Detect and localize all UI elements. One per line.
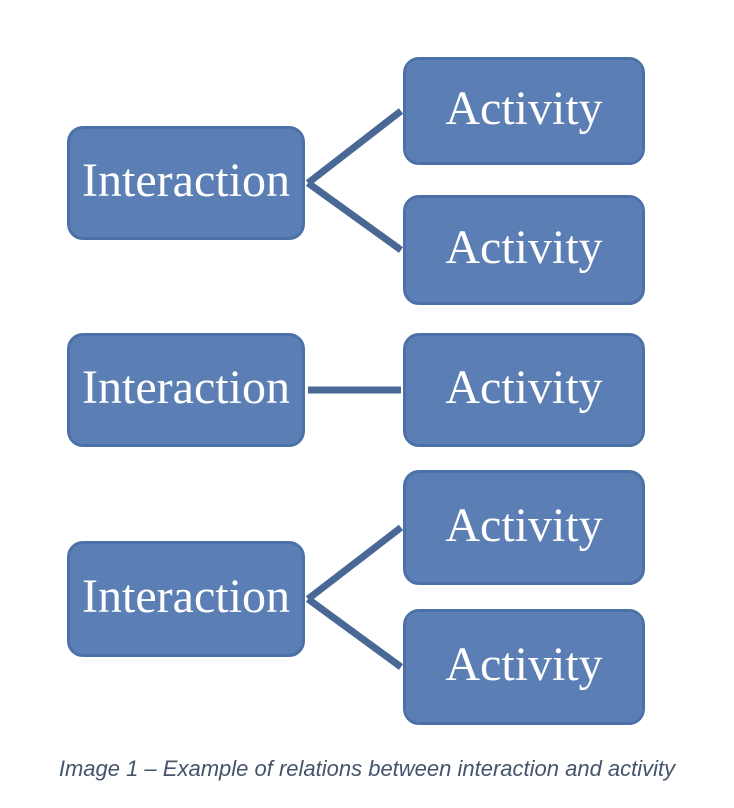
connector-line [305,108,404,186]
node-activity-2: Activity [403,195,645,305]
node-interaction-1: Interaction [67,126,305,240]
node-label: Activity [445,361,603,414]
node-activity-4: Activity [403,470,645,585]
node-label: Interaction [82,570,290,623]
node-label: Activity [445,498,603,552]
node-label: Activity [445,638,603,691]
node-interaction-3: Interaction [67,541,305,657]
connector-line [305,596,404,670]
node-interaction-2: Interaction [67,333,305,447]
node-label: Activity [445,221,603,274]
connector-line [305,180,404,253]
node-activity-1: Activity [403,57,645,165]
connector-line [305,524,404,602]
node-activity-3: Activity [403,333,645,447]
node-activity-5: Activity [403,609,645,725]
diagram-caption: Image 1 – Example of relations between i… [0,756,734,782]
node-label: Activity [445,82,603,135]
caption-text: Image 1 – Example of relations between i… [58,756,676,781]
node-label: Interaction [82,154,290,207]
node-label: Interaction [82,361,290,414]
